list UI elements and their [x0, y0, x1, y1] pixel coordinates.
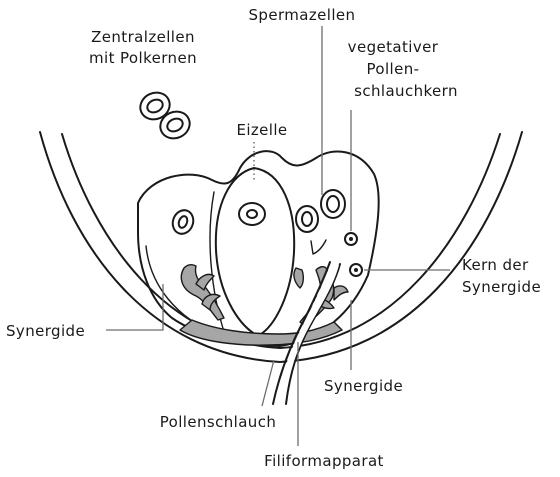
synergide-right-nucleus-dot: [354, 268, 358, 272]
label-spermazellen: Spermazellen: [249, 6, 356, 24]
polar-nucleus-1-inner: [146, 98, 164, 114]
label-kern-1: Kern der: [462, 256, 529, 274]
filiform-branches-left-3: [201, 293, 221, 311]
pollen-tube-wall-right: [285, 263, 341, 405]
label-vegetativer-2: Pollen-: [367, 60, 420, 78]
egg-nucleus-outer: [238, 202, 266, 226]
egg-cell: [214, 167, 296, 337]
sperm-cell-1: [295, 205, 319, 233]
filiform-branches-left: [180, 263, 225, 321]
label-kern-2: Synergide: [462, 278, 541, 296]
vegetative-nucleus: [344, 232, 358, 246]
synergide-left-nucleus-outer: [171, 209, 195, 235]
filiform-branches-right-3: [293, 267, 305, 289]
sperm-cell-2-inner: [326, 195, 340, 213]
label-pollenschlauch: Pollenschlauch: [160, 413, 277, 431]
label-synergide-left: Synergide: [6, 322, 85, 340]
leader-pollenschlauch: [261, 359, 275, 407]
label-eizelle: Eizelle: [236, 121, 287, 139]
label-zentralzellen-1: Zentralzellen: [91, 28, 195, 46]
pollen-tube-wall-left: [272, 261, 331, 405]
label-zentralzellen-2: mit Polkernen: [89, 49, 197, 67]
egg-nucleus-inner: [246, 209, 258, 219]
filiform-branches-left-2: [195, 273, 215, 291]
label-synergide-right: Synergide: [324, 377, 403, 395]
vegetative-nucleus-dot: [349, 237, 353, 241]
ovule-wall-outer: [39, 131, 523, 363]
synergide-left-nucleus-inner: [177, 215, 189, 229]
polar-nucleus-1: [139, 91, 171, 121]
synergide-left-outline: [209, 191, 227, 339]
label-vegetativer-1: vegetativer: [348, 38, 439, 56]
filiform-branches-right-2: [333, 285, 349, 301]
sperm-cell-2: [320, 189, 346, 219]
leader-synergide-left: [106, 284, 164, 331]
tube-tip: [310, 239, 327, 255]
ovule-wall-inner: [61, 133, 501, 349]
label-vegetativer-3: schlauchkern: [354, 82, 458, 100]
polar-nucleus-2-inner: [166, 117, 184, 133]
sperm-cell-1-inner: [301, 211, 313, 227]
embryo-sac: [137, 150, 380, 347]
pollen-tube-fill: [275, 263, 339, 404]
label-filiform: Filiformapparat: [264, 452, 384, 470]
synergide-right-nucleus: [349, 263, 363, 277]
polar-nucleus-2: [159, 110, 191, 140]
